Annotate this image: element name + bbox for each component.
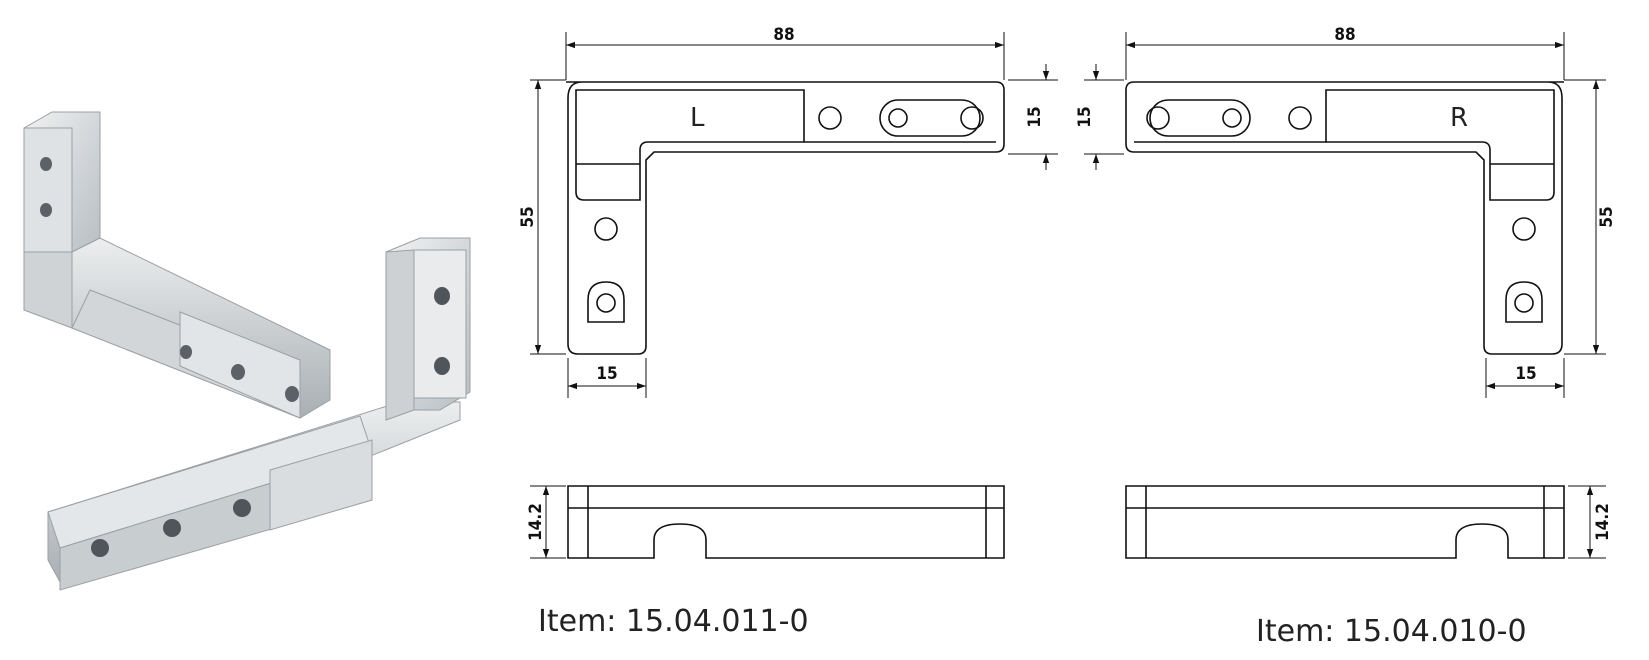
right-height-dim: 55 xyxy=(1597,206,1617,227)
right-item-number: Item: 15.04.010-0 xyxy=(1256,614,1527,649)
left-slot-icon xyxy=(879,99,981,137)
right-slot-icon xyxy=(1505,281,1543,323)
photo-hole-icon xyxy=(91,539,109,557)
left-hole-icon xyxy=(818,106,842,130)
left-thickness-dimension xyxy=(530,485,566,559)
photo-hole-icon xyxy=(285,386,299,402)
product-photo xyxy=(23,111,471,591)
photo-hole-icon xyxy=(40,157,52,171)
left-item-number: Item: 15.04.011-0 xyxy=(538,604,809,639)
right-hole-icon xyxy=(1514,293,1534,313)
left-slot-icon xyxy=(587,281,625,323)
right-hole-icon xyxy=(1146,106,1170,130)
photo-hole-icon xyxy=(180,345,192,359)
left-bracket-side-view xyxy=(567,485,1005,559)
left-hole-icon xyxy=(594,217,618,241)
right-side-label: R xyxy=(1450,103,1468,133)
right-hole-icon xyxy=(1512,217,1536,241)
photo-hole-icon xyxy=(233,499,251,517)
left-hole-icon xyxy=(888,108,908,128)
right-arm-width-top-dim: 15 xyxy=(1075,106,1095,127)
photo-bracket-back xyxy=(23,111,331,419)
left-hole-icon xyxy=(596,293,616,313)
left-length-dim: 88 xyxy=(773,25,794,45)
photo-hole-icon xyxy=(163,519,181,537)
right-arm-width-bottom-dim: 15 xyxy=(1515,364,1536,384)
right-hole-icon xyxy=(1288,106,1312,130)
photo-bracket-front xyxy=(47,237,471,591)
left-thickness-dim: 14.2 xyxy=(526,503,546,541)
right-bracket-side-view xyxy=(1125,485,1565,559)
right-slot-icon xyxy=(1149,99,1251,137)
photo-hole-icon xyxy=(434,357,450,375)
left-bracket-top-view xyxy=(566,81,1005,355)
photo-hole-icon xyxy=(231,364,245,380)
photo-hole-icon xyxy=(40,203,52,217)
left-arm-width-bottom-dim: 15 xyxy=(596,364,617,384)
photo-hole-icon xyxy=(434,287,450,305)
right-hole-icon xyxy=(1222,108,1242,128)
right-thickness-dimension xyxy=(1568,485,1606,559)
right-bracket-top-view xyxy=(1125,81,1564,355)
left-hole-icon xyxy=(960,106,984,130)
left-dimension-lines xyxy=(530,32,1058,398)
right-dimension-lines xyxy=(1084,32,1606,398)
right-thickness-dim: 14.2 xyxy=(1593,503,1613,541)
left-height-dim: 55 xyxy=(518,206,538,227)
left-arm-width-top-dim: 15 xyxy=(1025,106,1045,127)
right-length-dim: 88 xyxy=(1334,25,1355,45)
left-side-label: L xyxy=(690,103,705,133)
